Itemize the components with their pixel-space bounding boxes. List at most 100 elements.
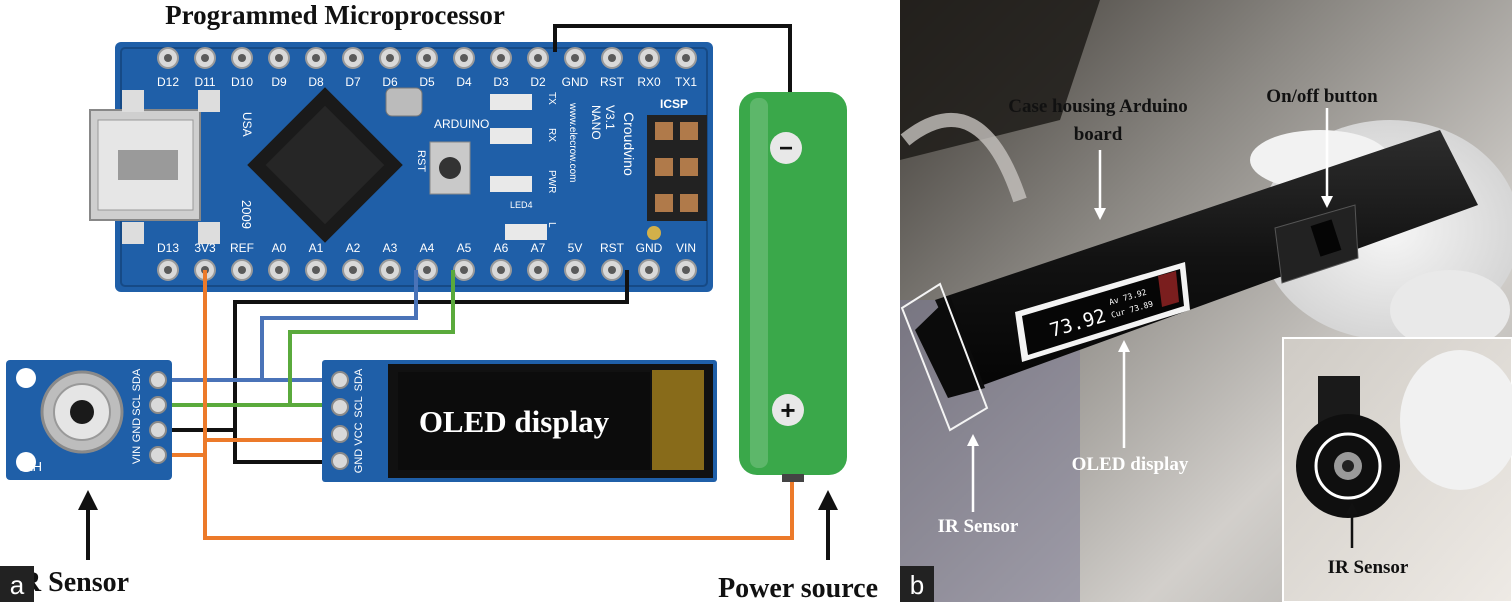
device-on-off-button (1274, 204, 1359, 284)
board-pin-hole (238, 266, 246, 274)
module-pin-scl (331, 398, 349, 416)
board-pin-hole (238, 54, 246, 62)
module-pin-label: SCL (353, 396, 365, 417)
board-pin-label: D10 (231, 75, 253, 89)
panel-b-arrows (967, 108, 1333, 512)
wiring (160, 24, 794, 540)
board-pin-label: D6 (382, 75, 398, 89)
board-pin-label: A1 (309, 241, 324, 255)
board-text-version: V3.1 (603, 105, 617, 130)
board-pin-hole (349, 54, 357, 62)
board-pin-label: D9 (271, 75, 287, 89)
board-text-url: www.elecrow.com (567, 102, 578, 182)
board-pin-hole (201, 54, 209, 62)
board-pin-hole (312, 54, 320, 62)
panel-a-wiring-diagram: Programmed Microprocessor (0, 0, 878, 602)
board-pin-label: 5V (568, 241, 583, 255)
board-pin-label: A6 (494, 241, 509, 255)
label-inset-ir-sensor: IR Sensor (1328, 557, 1409, 578)
board-pin-label: D8 (308, 75, 324, 89)
module-pin-sda (149, 371, 167, 389)
device-ir-sensor-tip (915, 296, 985, 398)
label-case-housing-line1: Case housing Arduino (1008, 96, 1188, 117)
board-text-rst: RST (415, 150, 427, 172)
board-pin-label: D11 (194, 75, 215, 89)
board-pin-label: D7 (345, 75, 361, 89)
usb-connector (89, 109, 201, 221)
module-pin-sda (331, 371, 349, 389)
module-pin-label: VCC (353, 422, 365, 445)
board-pin-hole (682, 266, 690, 274)
board-pin-label: GND (562, 75, 589, 89)
panel-b-photo-area: 73.92 Av 73.92 Cur 73.89 Case housing (900, 0, 1512, 602)
board-pin-hole (571, 54, 579, 62)
board-text-icsp: ICSP (660, 97, 688, 111)
board-pin-hole (460, 54, 468, 62)
battery-minus: − (779, 135, 793, 162)
oled-screen-text: OLED display (419, 404, 610, 439)
board-pin-label: A5 (457, 241, 472, 255)
board-pin-hole (275, 54, 283, 62)
led-label-tx: TX (546, 92, 557, 105)
panel-letter-a: a (10, 570, 25, 600)
module-pin-scl (149, 396, 167, 414)
wire-a5-to-scl (288, 270, 455, 407)
board-pin-label: A2 (346, 241, 361, 255)
label-ir-sensor-b: IR Sensor (938, 516, 1019, 537)
board-pin-label: D5 (419, 75, 435, 89)
board-text-brand: Croudvino (621, 112, 637, 176)
board-pin-hole (460, 266, 468, 274)
board-pin-label: A0 (272, 241, 287, 255)
board-text-arduino: ARDUINO (434, 117, 489, 131)
board-pin-label: RST (600, 241, 625, 255)
atmega-chip (247, 87, 403, 243)
board-pin-hole (497, 54, 505, 62)
board-pin-hole (386, 54, 394, 62)
board-pin-label: REF (230, 241, 254, 255)
board-pin-hole (608, 266, 616, 274)
ir-sensor-highlight-box (900, 282, 989, 432)
wire-3v3-to-power (203, 270, 794, 540)
board-pin-hole (645, 266, 653, 274)
board-pin-hole (645, 54, 653, 62)
title-programmed-microprocessor: Programmed Microprocessor (165, 0, 505, 30)
board-pin-hole (497, 266, 505, 274)
module-pin-label: SDA (131, 368, 143, 391)
module-pin-vcc (331, 425, 349, 443)
board-pin-hole (164, 54, 172, 62)
board-text-year: 2009 (239, 200, 254, 229)
module-pin-gnd (149, 421, 167, 439)
board-text-nano: NANO (589, 105, 603, 140)
board-pin-hole (534, 266, 542, 274)
arrow-power-source (818, 490, 838, 560)
board-pin-label: A7 (531, 241, 546, 255)
label-case-housing-line2: board (1074, 124, 1123, 145)
board-pin-hole (312, 266, 320, 274)
led-label-pwr: PWR (546, 170, 557, 193)
module-pin-label: VIN (131, 446, 143, 464)
board-pin-hole (423, 54, 431, 62)
thermometer-pen-device: 73.92 Av 73.92 Cur 73.89 (900, 130, 1478, 432)
battery-plus: + (780, 395, 795, 425)
board-text-led4: LED4 (510, 200, 533, 210)
label-on-off-button: On/off button (1266, 86, 1378, 107)
label-oled-display: OLED display (1072, 454, 1189, 475)
status-leds (490, 94, 547, 240)
board-pin-hole (608, 54, 616, 62)
wire-gnd-to-modules (233, 270, 629, 464)
board-pin-label: D3 (493, 75, 509, 89)
inset-ir-sensor-photo: IR Sensor (1282, 337, 1512, 602)
board-pin-label: D4 (456, 75, 472, 89)
board-pin-label: 3V3 (194, 241, 216, 255)
module-pin-label: SCL (131, 394, 143, 415)
led-label-rx: RX (546, 128, 557, 142)
board-pin-hole (534, 54, 542, 62)
module-pin-label: GND (353, 449, 365, 474)
board-pin-hole (349, 266, 357, 274)
board-pin-label: D12 (157, 75, 179, 89)
